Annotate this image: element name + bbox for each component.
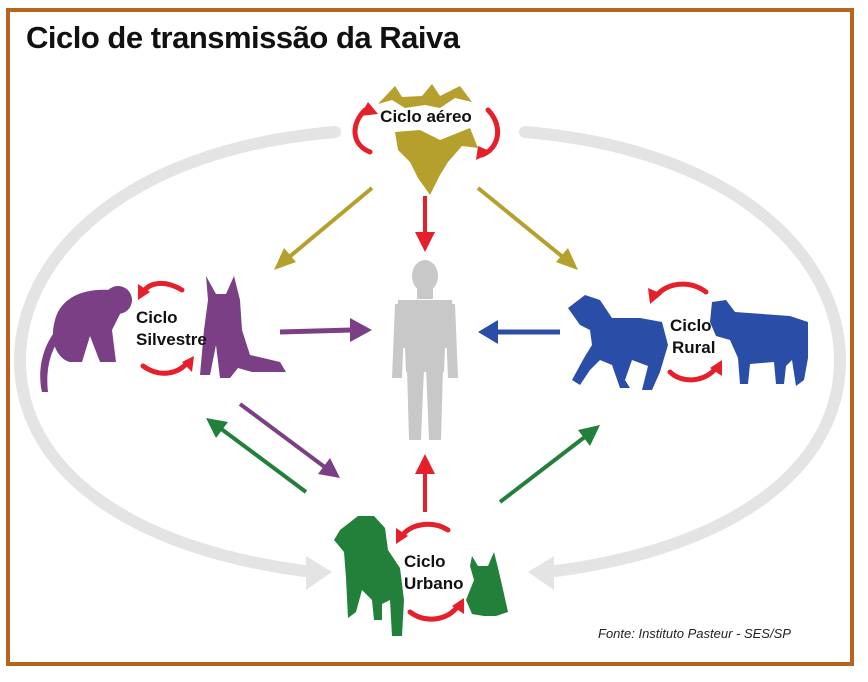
cycle-arrows-urbano-heads	[396, 528, 464, 614]
label-ciclo-urbano-line2: Urbano	[404, 574, 464, 593]
horse-icon	[568, 295, 668, 390]
arrow-bat-to-human	[415, 196, 435, 252]
arrow-bat-to-silvestre	[274, 186, 374, 270]
cat-icon	[466, 552, 508, 616]
arrow-urbano-to-human	[415, 454, 435, 512]
arrow-bat-to-rural	[476, 186, 578, 270]
dog-icon	[334, 516, 404, 636]
cycle-arrows-rural-heads	[648, 288, 722, 376]
source-caption: Fonte: Instituto Pasteur - SES/SP	[598, 626, 791, 641]
arrow-rural-to-human	[478, 320, 560, 344]
label-ciclo-silvestre-line1: Ciclo	[136, 308, 178, 327]
page-title: Ciclo de transmissão da Raiva	[26, 20, 460, 55]
arrow-urbano-to-rural	[498, 425, 600, 504]
cow-icon	[710, 300, 808, 386]
label-ciclo-aereo: Ciclo aéreo	[380, 107, 472, 126]
cycle-arrows-aereo-heads	[360, 102, 492, 160]
cycle-arrows-silvestre-heads	[138, 284, 194, 372]
label-ciclo-urbano-line1: Ciclo	[404, 552, 446, 571]
cycle-arrows-urbano	[399, 521, 461, 622]
outer-cycle-ring	[13, 126, 847, 578]
label-ciclo-silvestre-line2: Silvestre	[136, 330, 207, 349]
arrow-silvestre-to-urbano	[238, 402, 340, 478]
bat-icon	[378, 84, 478, 195]
fox-icon	[200, 276, 286, 378]
arrow-urbano-to-silvestre	[206, 418, 308, 494]
cycle-arrows-silvestre	[140, 281, 191, 376]
human-icon	[392, 260, 458, 440]
monkey-icon	[40, 286, 132, 392]
label-ciclo-rural-line1: Ciclo	[670, 316, 712, 335]
label-ciclo-rural-line2: Rural	[672, 338, 715, 357]
outer-ring-arrowheads	[306, 556, 554, 590]
arrow-silvestre-to-human	[279, 318, 372, 342]
